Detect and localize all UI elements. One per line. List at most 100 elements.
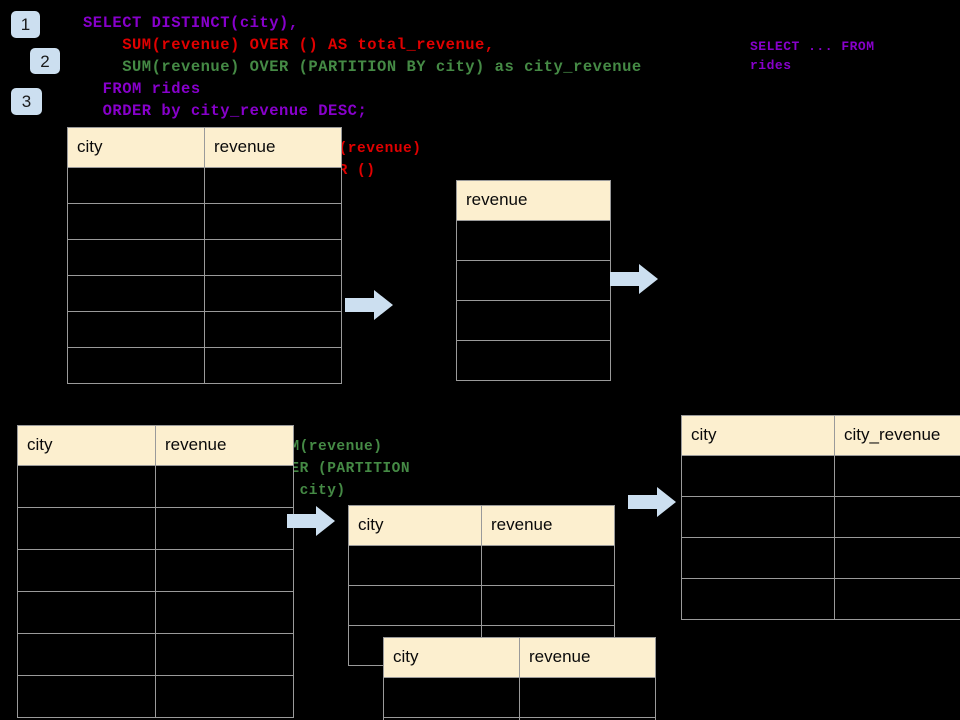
table-row — [681, 578, 960, 620]
table-partition-group-back: city revenue — [348, 505, 615, 666]
cell-revenue — [456, 300, 611, 341]
cell-city — [348, 585, 482, 626]
table-header-row: city revenue — [17, 425, 294, 466]
cell-city-revenue — [834, 578, 960, 620]
table-row — [383, 677, 656, 718]
table-row — [17, 549, 294, 592]
table-header-row: city city_revenue — [681, 415, 960, 456]
table-row — [17, 465, 294, 508]
sql-line-sum-over-empty: SUM(revenue) OVER () AS total_revenue, — [83, 36, 495, 54]
cell-city — [67, 167, 205, 204]
table-row — [17, 633, 294, 676]
table-row — [681, 455, 960, 497]
cell-city — [348, 545, 482, 586]
table-body — [17, 465, 294, 718]
table-row — [456, 260, 611, 301]
cell-revenue — [155, 507, 294, 550]
cell-revenue — [155, 633, 294, 676]
table-row — [67, 203, 342, 240]
cell-revenue — [204, 275, 342, 312]
cell-city — [681, 455, 835, 497]
column-header-revenue: revenue — [481, 505, 615, 546]
column-header-revenue: revenue — [456, 180, 611, 221]
cell-city — [67, 203, 205, 240]
table-row — [681, 496, 960, 538]
cell-revenue — [456, 260, 611, 301]
sql-line-order-by: ORDER by city_revenue DESC; — [83, 102, 368, 120]
arrow-total-to-final — [610, 264, 658, 294]
step-badge-1-label: 1 — [20, 15, 31, 34]
cell-city — [383, 677, 520, 718]
table-header-row: city revenue — [348, 505, 615, 546]
table-header-row: city revenue — [383, 637, 656, 678]
table-row — [67, 275, 342, 312]
sql-line-sum-over-partition: SUM(revenue) OVER (PARTITION BY city) as… — [83, 58, 642, 76]
table-body — [456, 220, 611, 381]
cell-city — [17, 549, 156, 592]
cell-revenue — [155, 465, 294, 508]
cell-city — [681, 496, 835, 538]
table-row — [348, 585, 615, 626]
cell-revenue — [456, 220, 611, 261]
column-header-city: city — [383, 637, 520, 678]
cell-city — [67, 275, 205, 312]
table-partition-group-front: city revenue — [383, 637, 656, 720]
arrow-source-to-total — [345, 290, 393, 320]
cell-revenue — [519, 717, 656, 720]
cell-revenue — [155, 591, 294, 634]
cell-city-revenue — [834, 496, 960, 538]
column-header-city: city — [17, 425, 156, 466]
cell-revenue — [204, 203, 342, 240]
annotation-partition-line-1: SUM(revenue) — [272, 439, 383, 455]
table-header-row: city revenue — [67, 127, 342, 168]
column-header-city: city — [681, 415, 835, 456]
cell-city — [67, 311, 205, 348]
table-body — [67, 167, 342, 384]
sql-line-from: FROM rides — [83, 80, 201, 98]
cell-city-revenue — [834, 455, 960, 497]
arrow-partition-to-final — [628, 487, 676, 517]
step-badge-3: 3 — [11, 88, 42, 115]
cell-city — [17, 591, 156, 634]
cell-revenue — [204, 239, 342, 276]
side-note-line-2: rides — [750, 58, 792, 73]
table-total-revenue-result: revenue — [456, 180, 611, 381]
table-row — [67, 239, 342, 276]
cell-revenue — [456, 340, 611, 381]
cell-revenue — [204, 347, 342, 384]
cell-revenue — [204, 167, 342, 204]
table-row — [67, 347, 342, 384]
table-body — [681, 455, 960, 620]
cell-revenue — [481, 545, 615, 586]
cell-city — [681, 537, 835, 579]
table-row — [17, 675, 294, 718]
table-row — [17, 507, 294, 550]
step-badge-3-label: 3 — [21, 92, 32, 111]
sql-line-select: SELECT DISTINCT(city), — [83, 14, 299, 32]
column-header-city: city — [348, 505, 482, 546]
table-row — [348, 545, 615, 586]
table-row — [681, 537, 960, 579]
table-body — [383, 677, 656, 720]
cell-revenue — [519, 677, 656, 718]
table-row — [17, 591, 294, 634]
step-badge-1: 1 — [11, 11, 40, 38]
cell-city — [67, 347, 205, 384]
column-header-revenue: revenue — [155, 425, 294, 466]
cell-city — [67, 239, 205, 276]
table-rides-source-bottom: city revenue — [17, 425, 294, 718]
cell-city-revenue — [834, 537, 960, 579]
cell-city — [17, 633, 156, 676]
cell-revenue — [481, 585, 615, 626]
column-header-city: city — [67, 127, 205, 168]
table-header-row: revenue — [456, 180, 611, 221]
column-header-revenue: revenue — [519, 637, 656, 678]
table-row — [456, 220, 611, 261]
cell-revenue — [155, 675, 294, 718]
cell-city — [17, 675, 156, 718]
table-row — [67, 311, 342, 348]
step-badge-2-label: 2 — [40, 51, 50, 71]
table-row — [67, 167, 342, 204]
cell-revenue — [204, 311, 342, 348]
